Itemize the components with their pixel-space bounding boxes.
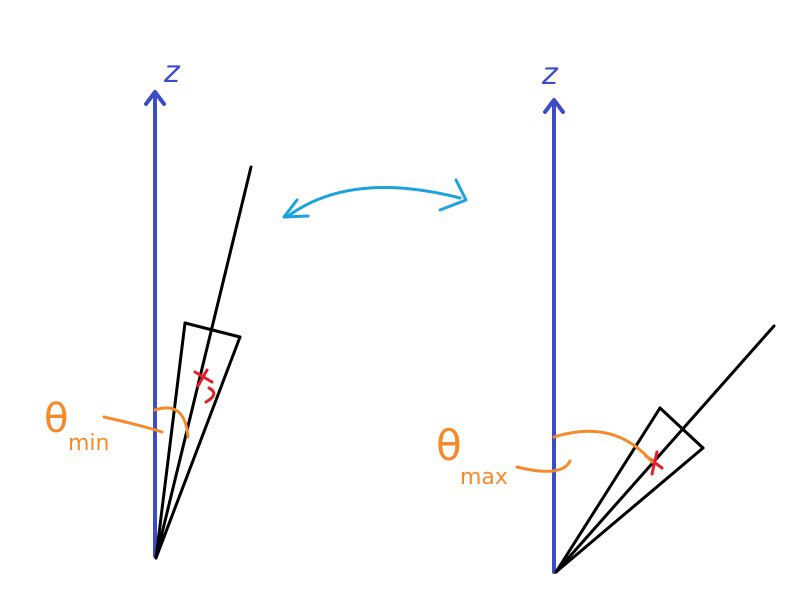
left-angle-arc	[153, 406, 190, 439]
right-angle-subscript: max	[460, 465, 508, 490]
left-angle-leader	[102, 415, 164, 434]
right-cone	[554, 406, 705, 574]
right-angle-arc	[552, 429, 654, 464]
left-z-axis	[144, 90, 166, 558]
right-long-line	[554, 324, 776, 574]
left-long-line	[154, 165, 253, 560]
left-angle-symbol: θ	[44, 396, 68, 442]
right-angle-leader	[515, 459, 572, 473]
right-z-axis	[543, 98, 565, 574]
left-center-marker	[193, 368, 216, 404]
right-z-label: z	[541, 57, 559, 92]
transition-arrow	[282, 178, 468, 219]
left-z-label: z	[163, 55, 181, 90]
left-panel: z θ min	[44, 55, 253, 560]
left-angle-subscript: min	[68, 431, 110, 456]
right-angle-symbol: θ	[436, 421, 462, 470]
right-panel: z θ max	[436, 57, 776, 574]
left-cone	[154, 321, 242, 560]
